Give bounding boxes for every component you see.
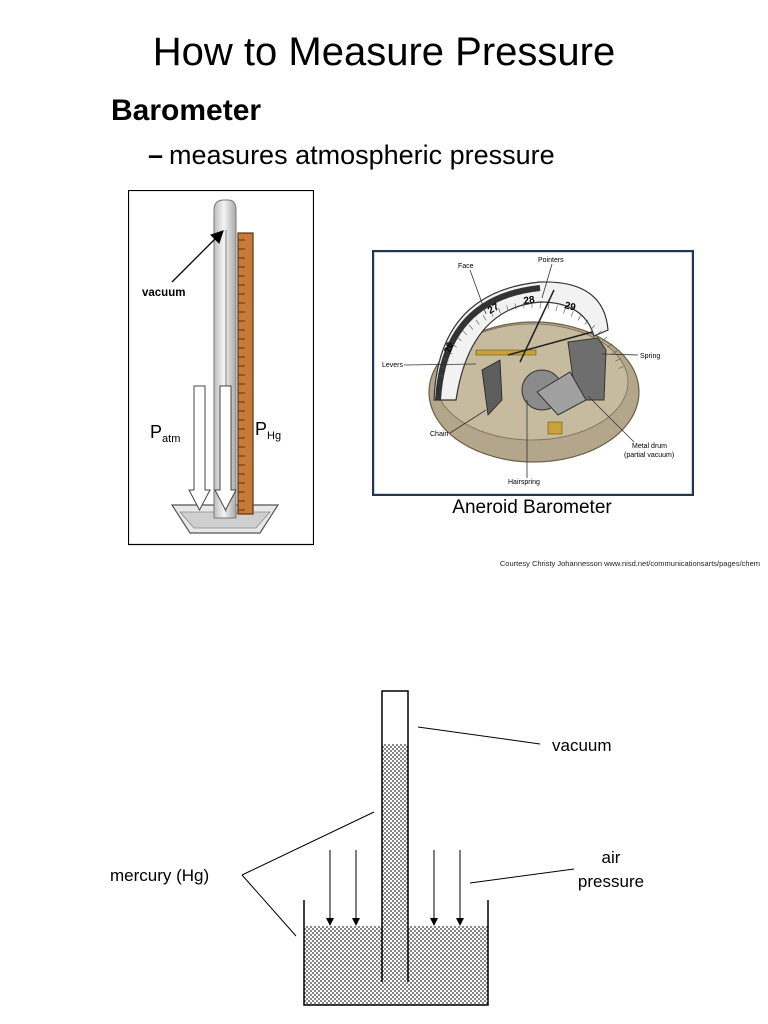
mercury-dish [303, 900, 489, 1006]
lever-bar [475, 349, 537, 356]
dial-tick [462, 330, 468, 336]
hairspring-label: Hairspring [508, 479, 540, 486]
dial-number: 29 [563, 300, 577, 313]
tube-vacuum-space [382, 691, 408, 744]
dial-tick [602, 336, 608, 342]
dial-tick [584, 319, 589, 325]
vacuum-label: vacuum [552, 736, 612, 755]
dial-tick [547, 303, 550, 310]
spring-label: Spring [640, 353, 660, 360]
mercury-pressure-arrow [214, 385, 237, 512]
p-atm-label: Patm [150, 422, 180, 445]
barometer-line-diagram: vacuum mercury (Hg) air pressure [110, 690, 644, 1006]
leader-line [541, 263, 553, 299]
dial-tick [456, 336, 462, 342]
dial-tick [539, 302, 541, 309]
dial-number: 27 [486, 301, 502, 316]
atmospheric-pressure-arrow [188, 385, 211, 512]
pointer-arm [507, 331, 593, 356]
pointers-label: Pointers [538, 257, 564, 264]
scale-ticks [238, 239, 245, 511]
mercury-label: mercury (Hg) [110, 866, 209, 885]
dial-tick [482, 314, 487, 321]
dial-tick [563, 307, 566, 314]
aneroid-caption: Aneroid Barometer [452, 497, 612, 518]
leader-line [587, 395, 635, 443]
dial-tick [607, 343, 613, 348]
dial-tick [618, 366, 625, 369]
levers-label: Levers [382, 362, 404, 369]
slide-title: How to Measure Pressure [152, 30, 616, 74]
mercury-leader-line [241, 811, 375, 876]
dial-tick [590, 324, 596, 330]
bullet-text: measures atmospheric pressure [169, 140, 555, 170]
dial-ticks [437, 302, 625, 377]
dial-tick [443, 358, 449, 362]
dial-number: 28 [523, 294, 536, 307]
mercury-column [382, 744, 408, 982]
leader-line [403, 363, 477, 366]
dial-tick [446, 350, 453, 355]
dial-tick [577, 314, 582, 321]
face-label: Face [458, 263, 474, 270]
leader-line [601, 353, 639, 356]
air-pressure-label-line1: air [602, 848, 621, 867]
vacuum-pointer-arrow [171, 230, 224, 283]
dial-tick [451, 343, 457, 348]
partial-vacuum-label: (partial vacuum) [624, 452, 674, 459]
dial-tick [570, 311, 574, 317]
dial-tick [523, 302, 525, 309]
aneroid-barometer-figure: 26 27 28 29 Face Pointers Spring Levers … [372, 250, 694, 496]
vacuum-leader-line [417, 726, 541, 745]
dial-tick [555, 305, 558, 312]
p-hg-label: PHg [255, 419, 281, 442]
dial-tick [615, 358, 621, 362]
leader-line [469, 269, 487, 315]
leader-line [449, 409, 487, 434]
mechanism-plate [536, 371, 587, 416]
dial-tick [490, 311, 494, 317]
dial-tick [506, 305, 509, 312]
dial-rim [435, 285, 541, 401]
chain-label: Chain [430, 431, 448, 438]
glass-tube [381, 690, 409, 982]
dial-tick [439, 366, 446, 369]
dial-tick [437, 374, 444, 377]
chain-assembly [481, 359, 503, 416]
mercury-barometer-figure: vacuum Patm PHg [128, 190, 314, 546]
air-pressure-leader-line [469, 868, 575, 884]
dial-tick [468, 324, 474, 330]
image-credit: Courtesy Christy Johannesson www.nisd.ne… [499, 559, 760, 568]
dial-tick [514, 303, 517, 310]
drum-clamp [547, 421, 563, 435]
measurement-scale [237, 232, 254, 515]
air-pressure-label-line2: pressure [578, 872, 644, 891]
dial-tick [475, 319, 480, 325]
dial-tick [611, 350, 618, 355]
bullet-point: –measures atmospheric pressure [148, 140, 555, 171]
section-heading: Barometer [111, 94, 262, 127]
bullet-dash: – [148, 140, 164, 170]
dial-tick [498, 307, 501, 314]
dial-tick [596, 330, 602, 336]
metal-drum-label: Metal drum [632, 443, 667, 450]
vacuum-label: vacuum [142, 287, 185, 299]
mercury-leader-line [241, 874, 297, 937]
dial-number: 26 [442, 340, 456, 355]
